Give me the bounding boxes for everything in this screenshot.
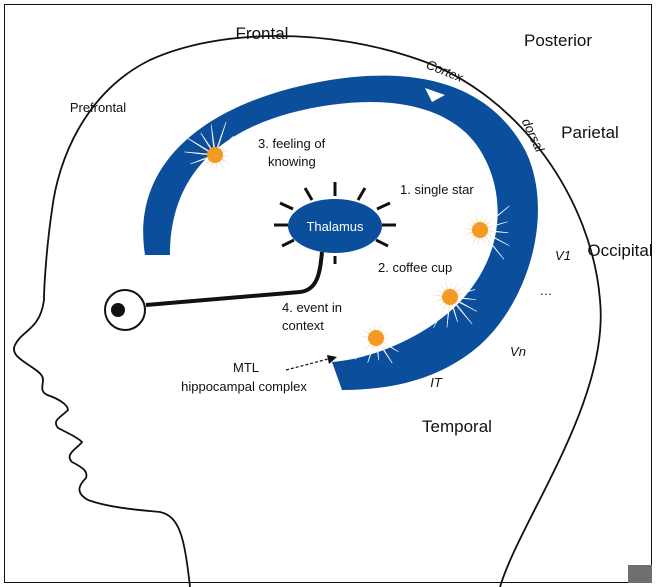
star-ray bbox=[477, 236, 480, 263]
star-ray bbox=[350, 335, 370, 338]
thalamus-node: Thalamus bbox=[274, 182, 396, 264]
star-ray bbox=[355, 340, 371, 346]
star-ray bbox=[415, 294, 444, 297]
label-event-3-line1: 3. feeling of bbox=[258, 136, 326, 151]
mtl-pointer-arrow bbox=[286, 359, 328, 370]
star-ray bbox=[373, 312, 376, 332]
star-ray bbox=[459, 204, 477, 225]
star-ray bbox=[220, 158, 241, 171]
star-ray bbox=[427, 285, 445, 295]
optic-pathway bbox=[146, 252, 322, 305]
label-event-4-line2: context bbox=[282, 318, 324, 333]
star-core bbox=[207, 147, 223, 163]
star-ray bbox=[469, 194, 479, 225]
label-posterior: Posterior bbox=[524, 31, 592, 50]
label-temporal: Temporal bbox=[422, 417, 492, 436]
pupil-icon bbox=[111, 303, 125, 317]
star-ray bbox=[462, 235, 478, 263]
star-core bbox=[442, 289, 458, 305]
star-core bbox=[472, 222, 488, 238]
star-ray bbox=[215, 161, 218, 181]
star-ray bbox=[221, 155, 241, 158]
label-event-2: 2. coffee cup bbox=[378, 260, 452, 275]
label-hippocampal-complex: hippocampal complex bbox=[181, 379, 307, 394]
star-ray bbox=[455, 217, 475, 228]
label-frontal: Frontal bbox=[236, 24, 289, 43]
label-event-4-line1: 4. event in bbox=[282, 300, 342, 315]
star-ray bbox=[480, 202, 483, 224]
label-prefrontal: Prefrontal bbox=[70, 100, 126, 115]
label-it: IT bbox=[430, 375, 443, 390]
label-occipital: Occipital bbox=[587, 241, 652, 260]
label-event-1: 1. single star bbox=[400, 182, 474, 197]
label-v1: V1 bbox=[555, 248, 571, 263]
label-event-3-line2: knowing bbox=[268, 154, 316, 169]
label-ellipsis: … bbox=[540, 283, 553, 298]
label-parietal: Parietal bbox=[561, 123, 619, 142]
star-ray bbox=[452, 270, 464, 292]
star-core bbox=[368, 330, 384, 346]
star-ray bbox=[442, 226, 474, 230]
thalamus-label: Thalamus bbox=[306, 219, 364, 234]
corner-marker bbox=[628, 565, 652, 583]
star-ray bbox=[218, 160, 234, 185]
label-vn: Vn bbox=[510, 344, 526, 359]
star-ray bbox=[350, 322, 371, 335]
label-mtl: MTL bbox=[233, 360, 259, 375]
star-ray bbox=[482, 201, 495, 225]
star-ray bbox=[382, 338, 398, 340]
